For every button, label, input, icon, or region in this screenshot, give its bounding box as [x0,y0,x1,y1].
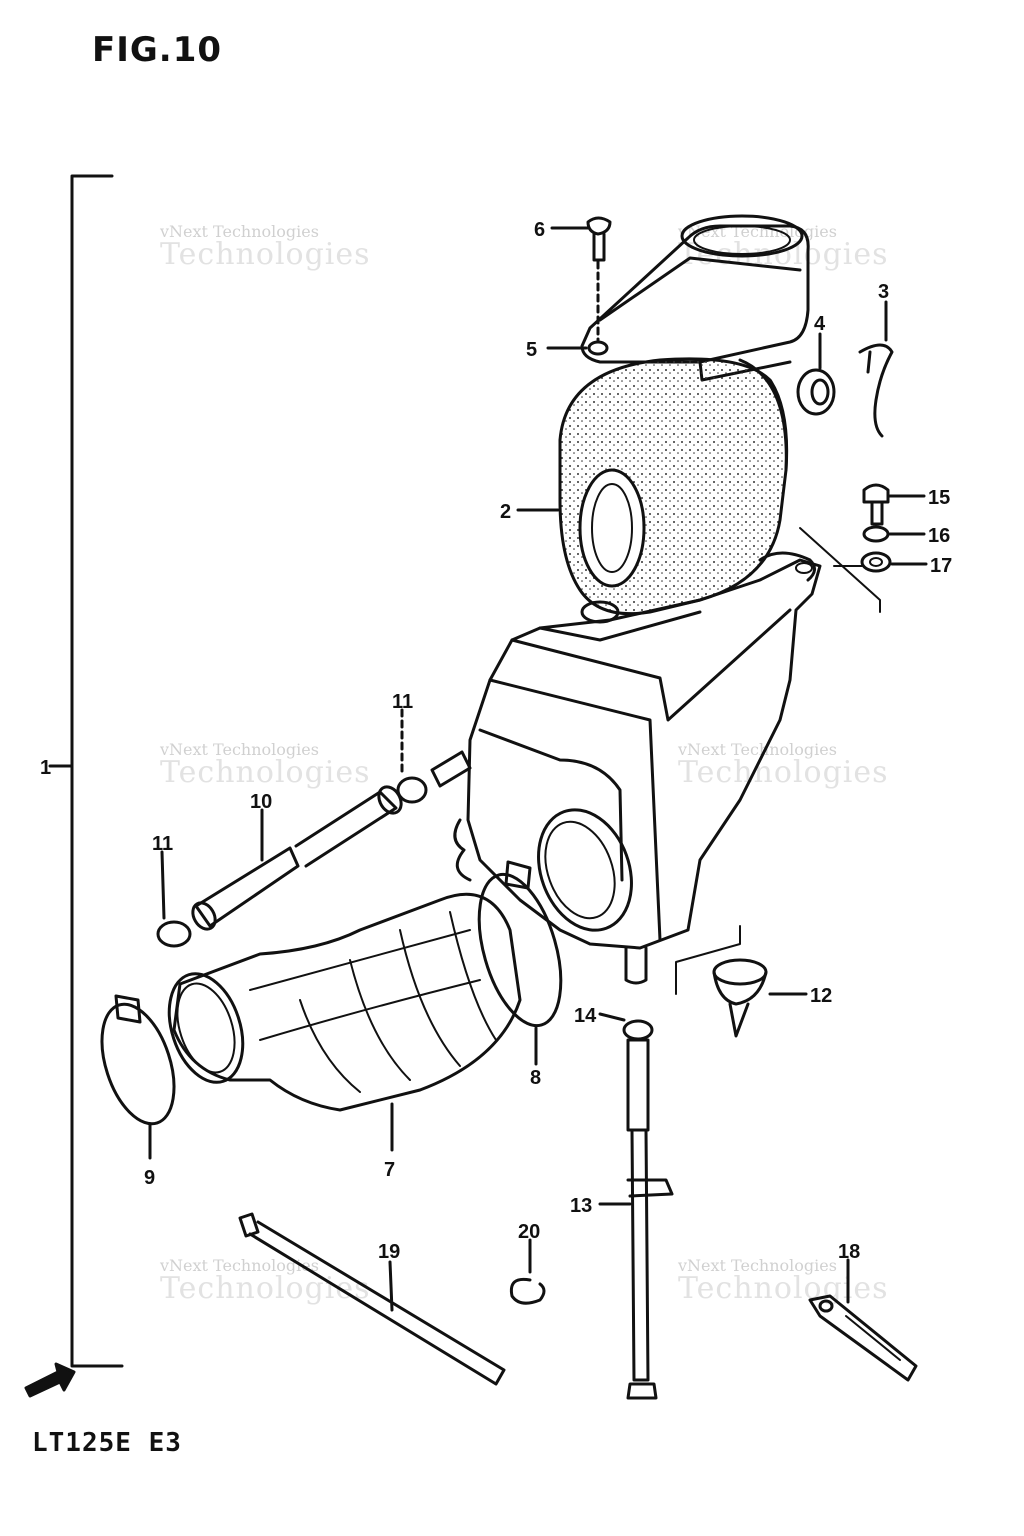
bracket-part-18 [808,1294,918,1382]
callout-2: 2 [500,501,511,523]
leader-line [598,1012,626,1022]
case-breather-stub [430,750,472,788]
callout-14: 14 [574,1005,597,1027]
figure-title: FIG.10 [92,30,223,70]
screw-part-6 [586,216,612,262]
air-cleaner-case [453,551,822,985]
assembly-bracket [70,174,124,1368]
case-intake-opening [537,808,633,932]
callout-13: 13 [570,1195,592,1217]
model-label: LT125E E3 [32,1428,182,1458]
filter-element-part-2 [558,357,789,616]
clamp-part-8 [477,860,563,1028]
hose-part-10 [191,785,403,931]
washer-part-16 [862,525,890,543]
fwd-arrow-icon [24,1362,76,1398]
air-cleaner-cover [580,214,810,382]
grommet-part-4 [796,368,836,416]
leader-line [388,1260,394,1312]
callout-11: 11 [392,691,413,713]
callout-8: 8 [530,1067,541,1089]
leader-line [675,925,741,995]
callout-3: 3 [878,281,889,303]
drain-plug-part-12 [712,958,768,1038]
washer-part-17 [860,551,892,573]
callout-6: 6 [534,219,545,241]
callout-19: 19 [378,1241,400,1263]
callout-17: 17 [930,555,952,577]
clip-part-11 [156,920,192,948]
intake-duct-part-7 [167,892,522,1112]
clip-part-20 [509,1277,546,1305]
bolt-part-15 [862,483,890,526]
callout-12: 12 [810,985,832,1007]
strap-part-19 [238,1212,506,1386]
callout-10: 10 [250,791,272,813]
clamp-part-9 [100,994,176,1126]
callout-11: 11 [152,833,173,855]
leader-line [160,850,166,920]
callout-4: 4 [814,313,826,335]
clip-part-14 [622,1019,654,1041]
drain-hose-part-13 [626,1038,674,1400]
leader-line [799,527,881,613]
callout-20: 20 [518,1221,540,1243]
clip-part-3 [858,343,894,438]
callout-18: 18 [838,1241,860,1263]
callout-7: 7 [384,1159,395,1181]
callout-1: 1 [40,757,51,779]
callout-16: 16 [928,525,950,547]
callout-9: 9 [144,1167,155,1189]
clip-part-11 [396,776,428,804]
callout-5: 5 [526,339,537,361]
washer-part-5 [587,340,609,356]
callout-15: 15 [928,487,950,509]
